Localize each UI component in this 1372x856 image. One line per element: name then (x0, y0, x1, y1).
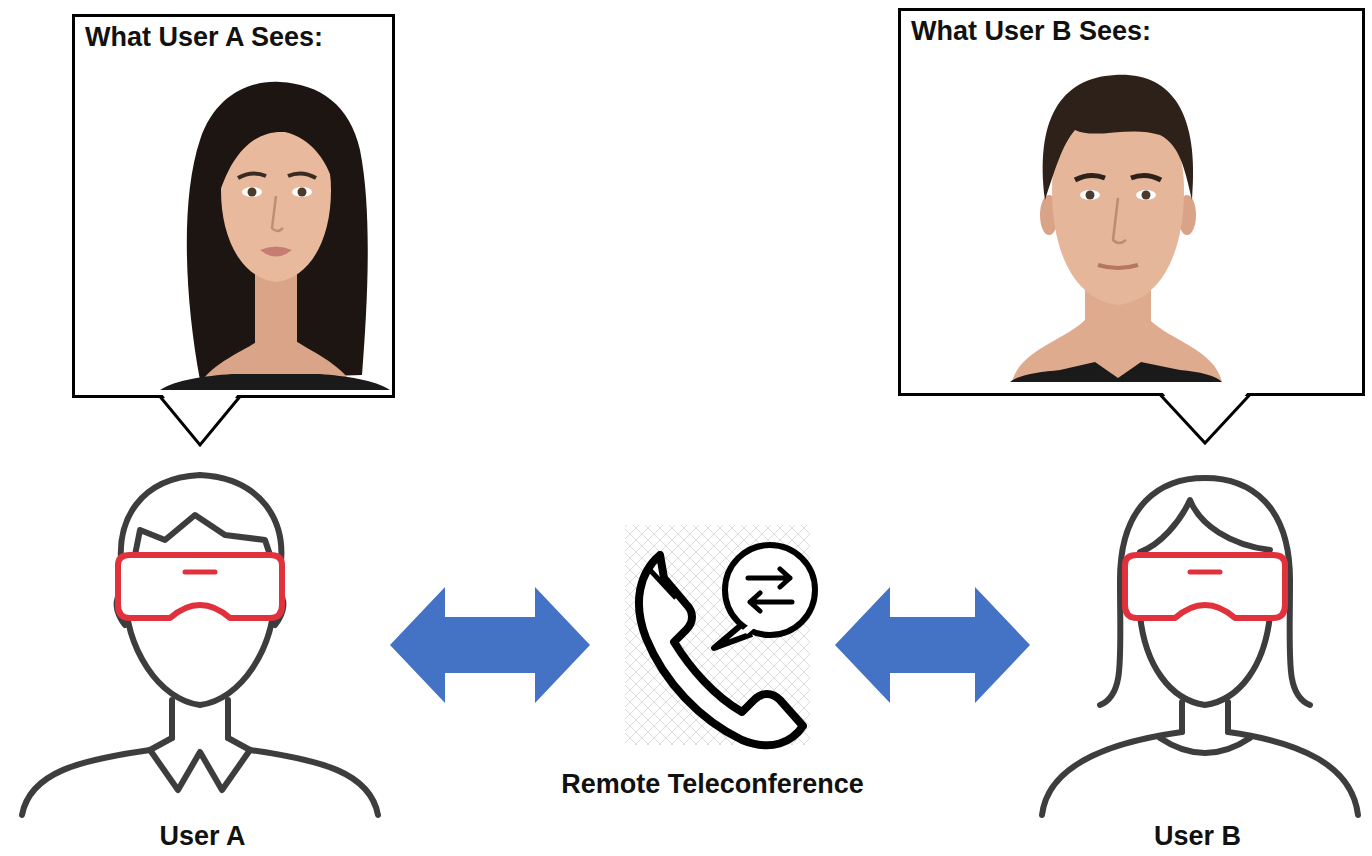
double-arrow (390, 587, 590, 703)
callout-tail (72, 395, 395, 451)
callout-box: What User B Sees: (898, 8, 1365, 396)
user-figure: User A (15, 460, 390, 852)
callout-tail-fill (162, 394, 238, 445)
phone-icon (625, 525, 815, 745)
node-label: Remote Teleconference (561, 770, 864, 800)
double-arrow (835, 587, 1030, 703)
user-b-figure (1042, 478, 1358, 815)
callout-box: What User A Sees: (72, 14, 395, 398)
man-portrait (1010, 75, 1222, 382)
user-a-figure (22, 475, 378, 815)
node-label: User B (1154, 822, 1241, 852)
node-label: User A (159, 822, 245, 852)
callout-tail-fill (1162, 392, 1248, 443)
woman-portrait (160, 82, 390, 390)
node-label: What User A Sees: (85, 23, 382, 53)
callout-tail (898, 393, 1365, 449)
callout-tail-outline (1160, 395, 1250, 444)
node-label: What User B Sees: (911, 17, 1352, 47)
callout-tail-outline (160, 397, 240, 446)
teleconference-icon: Remote Teleconference (590, 515, 835, 800)
user-figure: User B (1030, 460, 1365, 852)
